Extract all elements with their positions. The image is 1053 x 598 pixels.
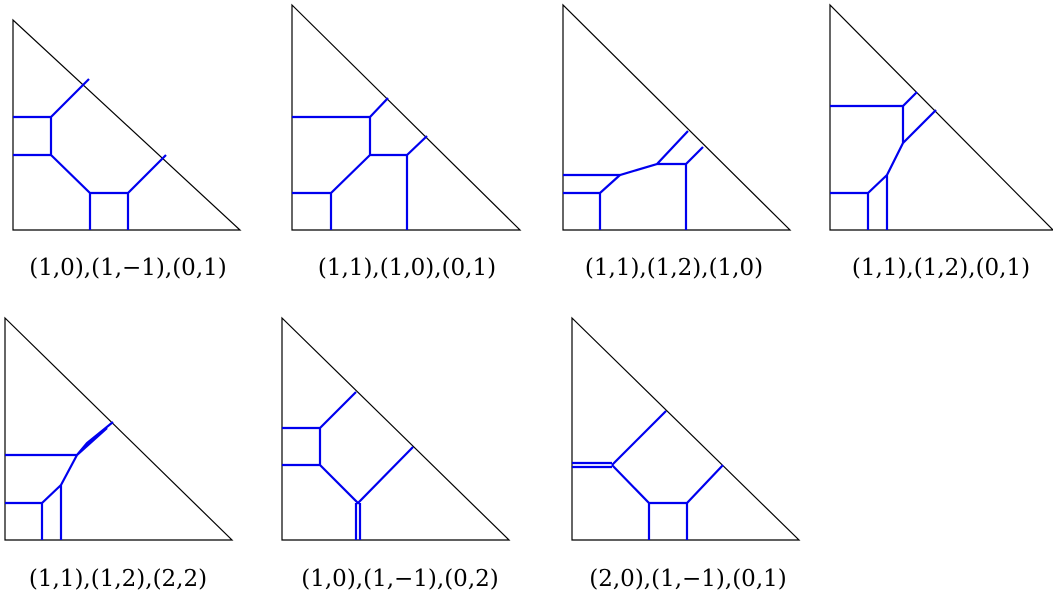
tropical-curve <box>830 91 937 230</box>
triangle-outline <box>571 316 801 541</box>
tropical-curve <box>5 421 114 540</box>
triangle-outline <box>562 3 792 231</box>
tropical-curve <box>563 130 704 230</box>
triangle-outline <box>829 3 1053 231</box>
tropical-curve <box>292 97 428 230</box>
panel-4-caption: (1,1),(1,2),(0,1) <box>851 255 1031 281</box>
panel-7-caption: (2,0),(1,−1),(0,1) <box>589 566 787 592</box>
panel-3 <box>562 3 792 231</box>
triangle-outline <box>4 316 234 541</box>
tropical-curve <box>13 78 167 230</box>
panel-6 <box>281 316 511 541</box>
panel-6-caption: (1,0),(1,−1),(0,2) <box>301 566 499 592</box>
panel-2 <box>291 3 522 231</box>
tropical-curve <box>282 391 414 540</box>
triangle-outline <box>12 18 242 231</box>
panel-1-caption: (1,0),(1,−1),(0,1) <box>29 255 227 281</box>
panel-5 <box>4 316 234 541</box>
panel-7 <box>571 316 801 541</box>
panel-1 <box>12 18 242 231</box>
panel-3-caption: (1,1),(1,2),(1,0) <box>584 255 764 281</box>
panel-2-caption: (1,1),(1,0),(0,1) <box>317 255 497 281</box>
panel-4 <box>829 3 1053 231</box>
tropical-curve <box>572 410 724 540</box>
panel-5-caption: (1,1),(1,2),(2,2) <box>28 566 208 592</box>
